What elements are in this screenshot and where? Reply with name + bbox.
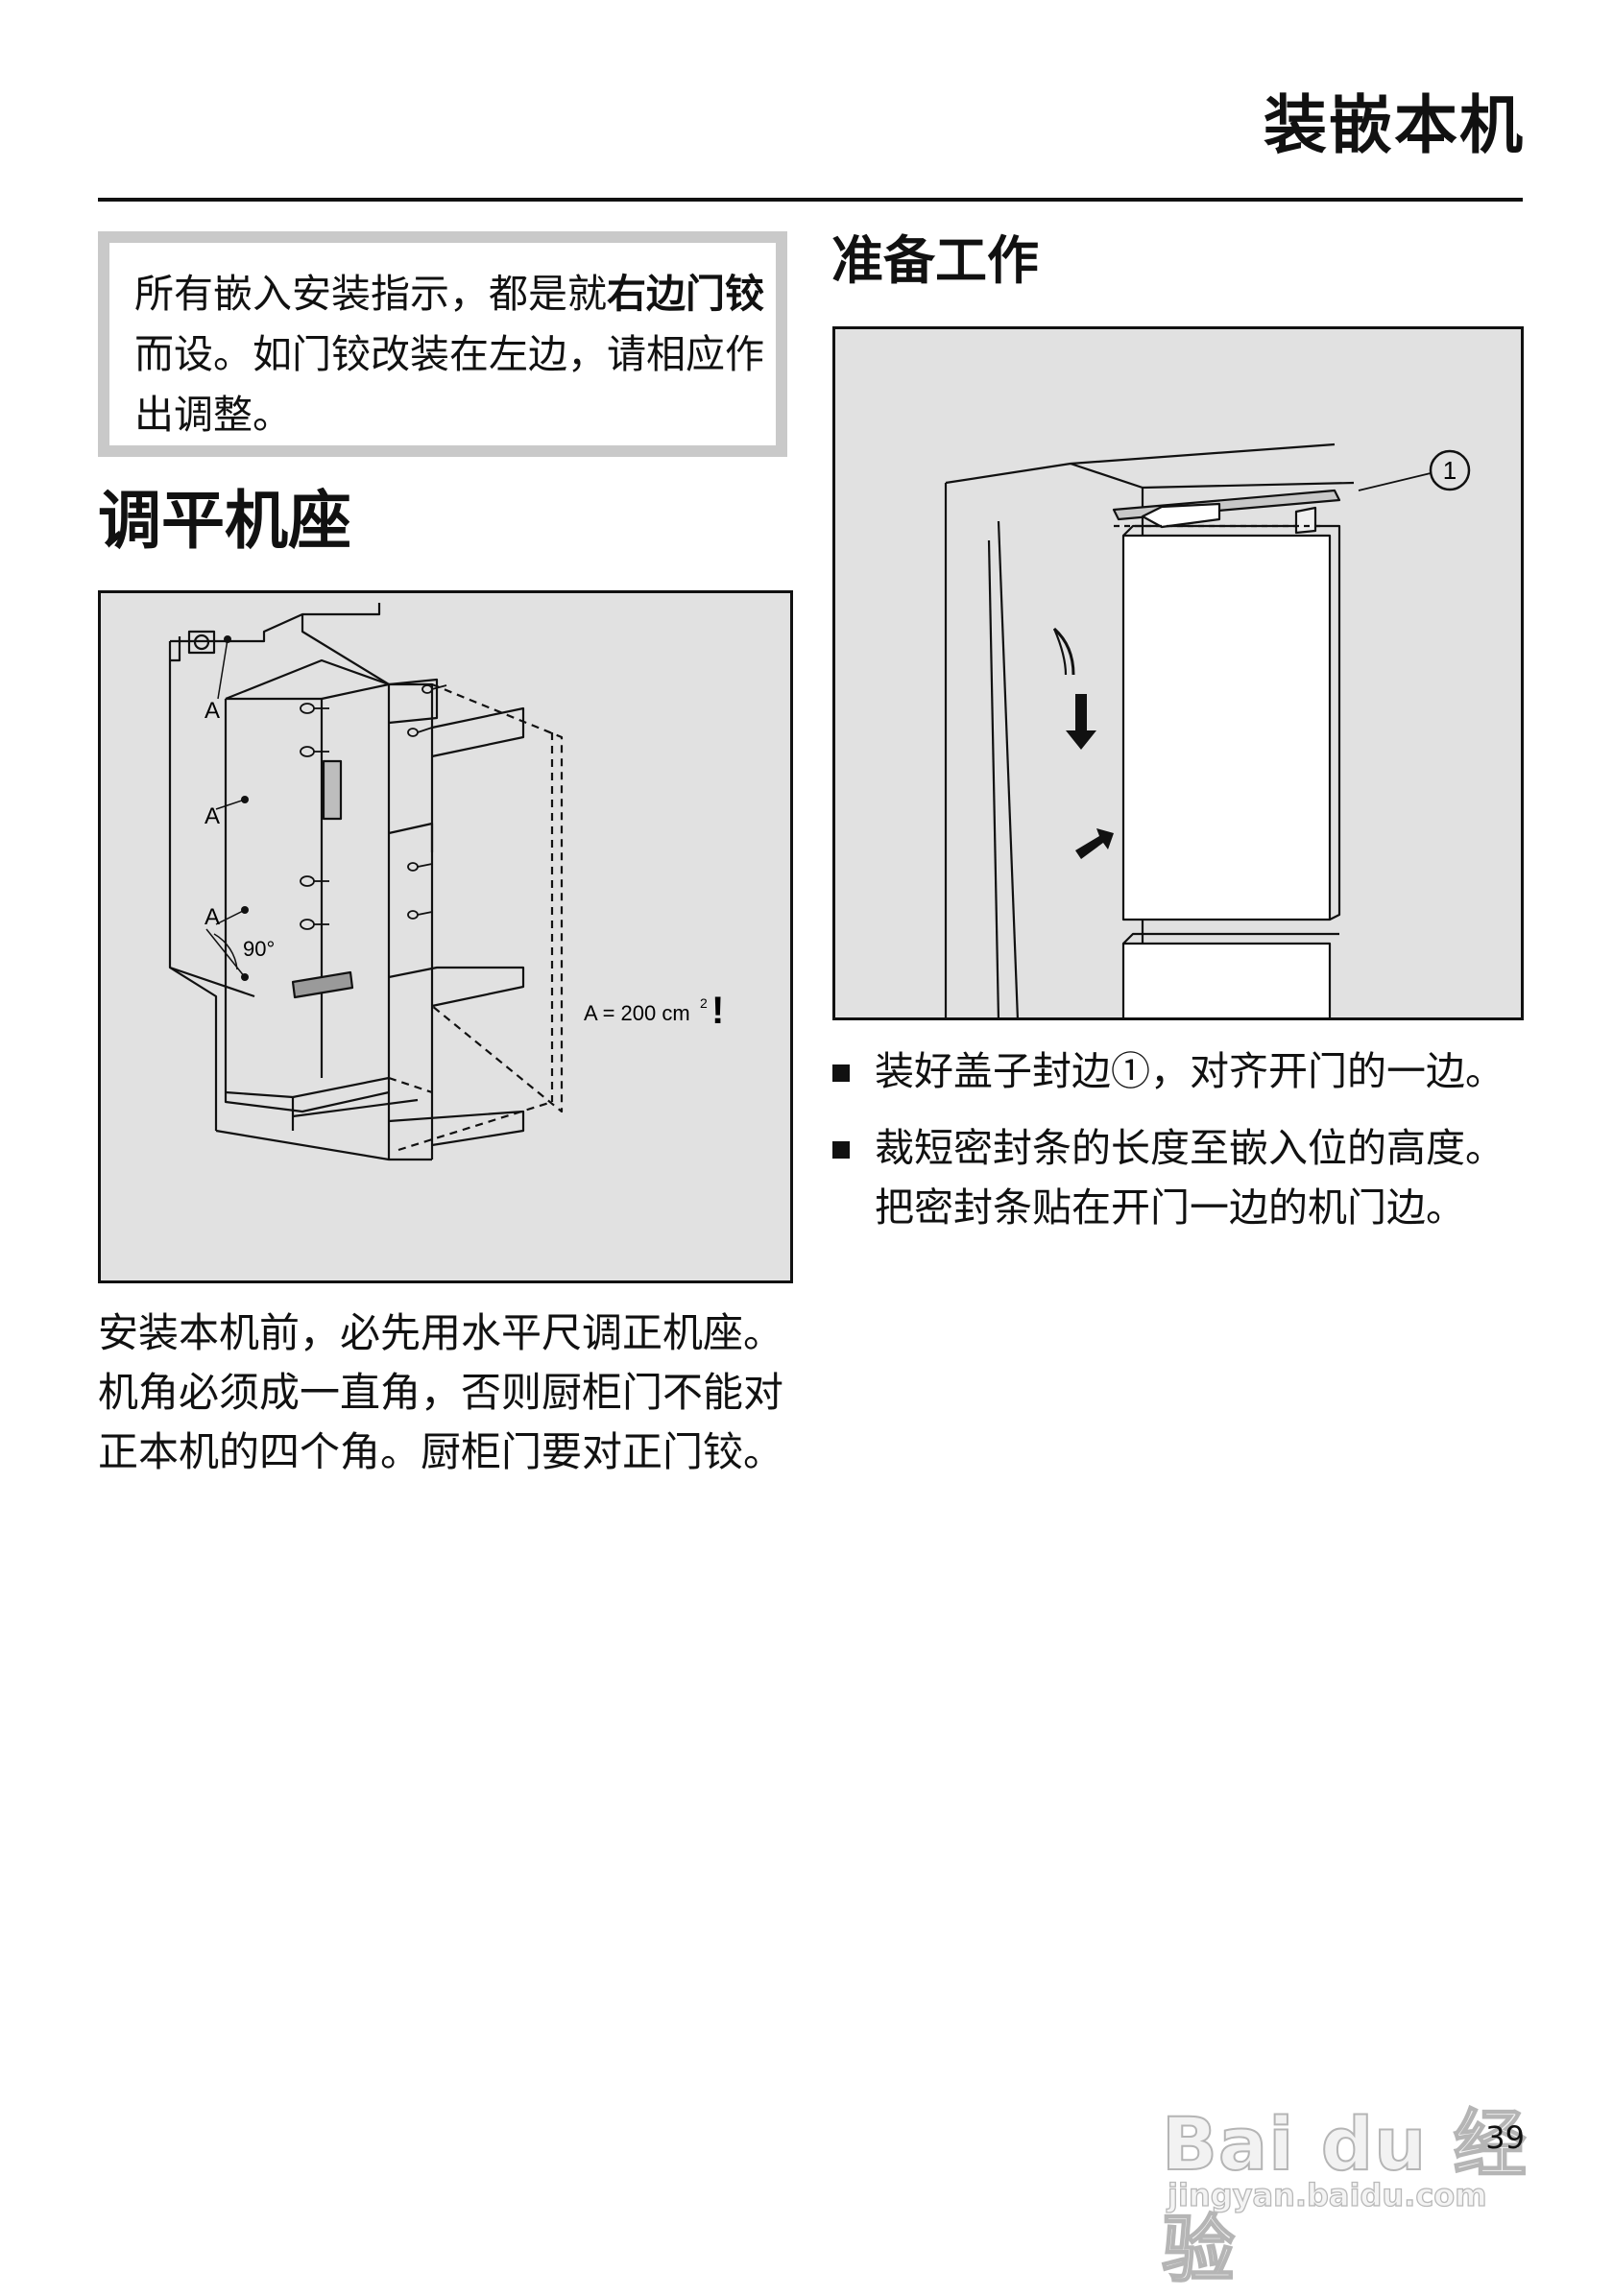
warning-icon: ! (711, 990, 724, 1032)
label-a-3: A (205, 904, 220, 930)
label-a-1: A (205, 698, 220, 724)
area-label: A = 200 cm (584, 1001, 690, 1025)
watermark-url: jingyan.baidu.com (1167, 2176, 1487, 2213)
bullet-square-icon (832, 1064, 850, 1082)
step-2: 裁短密封条的长度至嵌入位的高度。把密封条贴在开门一边的机门边。 (832, 1118, 1524, 1237)
step-2-text: 裁短密封条的长度至嵌入位的高度。把密封条贴在开门一边的机门边。 (875, 1125, 1505, 1231)
step-1: 装好盖子封边①，对齐开门的一边。 (832, 1041, 1524, 1101)
figure-preparation: 1 (832, 326, 1524, 1020)
note-text-part2: 而设。如门铰改装在左边，请相应作出调整。 (134, 331, 764, 438)
page-title: 装嵌本机 (1264, 88, 1525, 162)
callout-number: 1 (1443, 456, 1457, 485)
preparation-illustration: 1 (944, 442, 1471, 1017)
figure-leveling: A A A 90° A = 200 cm 2 ! (98, 590, 793, 1283)
heading-level-base: 调平机座 (98, 484, 351, 558)
note-text-bold: 右边门铰 (607, 271, 764, 317)
leveling-illustration: A A A 90° A = 200 cm 2 ! (168, 603, 724, 1161)
step-1-text-before: 装好盖子封边 (875, 1048, 1111, 1094)
note-text: 所有嵌入安装指示，都是就右边门铰而设。如门铰改装在左边，请相应作出调整。 (134, 264, 768, 445)
note-box: 所有嵌入安装指示，都是就右边门铰而设。如门铰改装在左边，请相应作出调整。 (98, 231, 787, 457)
note-text-part1: 所有嵌入安装指示，都是就 (134, 271, 607, 317)
area-exponent: 2 (700, 995, 708, 1011)
leveling-paragraph: 安装本机前，必先用水平尺调正机座。机角必须成一直角，否则厨柜门不能对正本机的四个… (98, 1309, 784, 1475)
bullet-square-icon (832, 1141, 850, 1159)
watermark: Bai du 经验 jingyan.baidu.com (1143, 2035, 1546, 2293)
step-1-marker: ① (1111, 1048, 1150, 1094)
angle-label: 90° (243, 937, 275, 961)
page-number: 39 (1485, 2119, 1525, 2156)
preparation-steps: 装好盖子封边①，对齐开门的一边。 裁短密封条的长度至嵌入位的高度。把密封条贴在开… (832, 1041, 1524, 1255)
title-rule (98, 198, 1523, 202)
watermark-brand: Bai du 经验 (1161, 2100, 1528, 2293)
label-a-2: A (205, 803, 220, 829)
heading-preparation: 准备工作 (831, 230, 1039, 291)
step-1-text-after: ，对齐开门的一边。 (1150, 1048, 1505, 1094)
